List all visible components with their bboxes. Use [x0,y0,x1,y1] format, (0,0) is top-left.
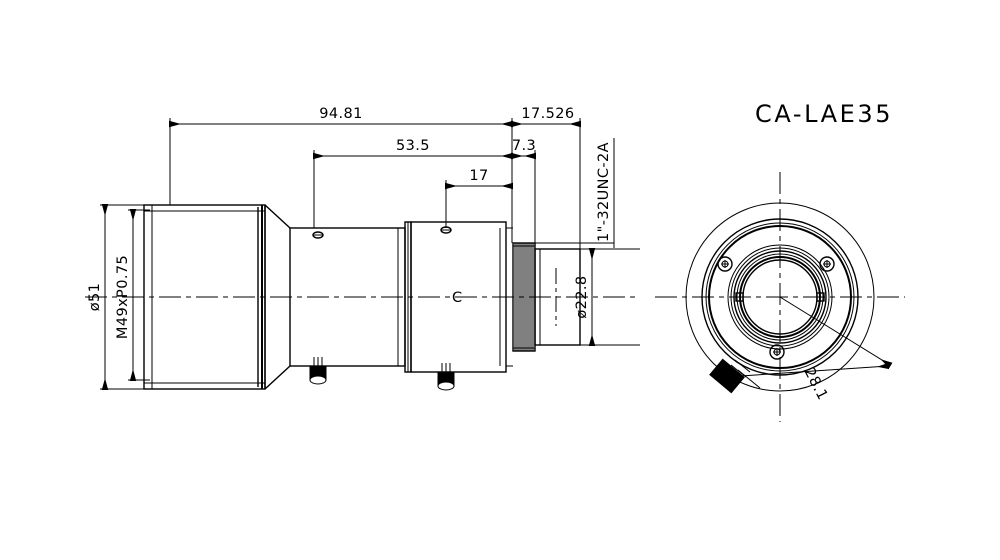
dim-short-length: 17 [445,168,513,190]
dim-outer-diameter: ø51 [87,204,109,390]
dim-thread-length-label: 7.3 [512,138,536,154]
screw-boss-left [717,256,733,272]
mount-barrel [534,248,581,346]
outer-flange-circle [685,202,875,392]
dim-overall-length: 94.81 [169,106,513,128]
dim-mount-diameter-label: ø22.8 [574,275,590,318]
front-barrel: C [410,221,513,373]
dim-short-length-label: 17 [469,168,488,184]
dim-outer-diameter-label: ø51 [87,283,103,312]
dim-mount-length-label: 17.526 [521,106,574,122]
dim-mount-diameter: ø22.8 [574,248,640,346]
dim-angle-label: 28.1 [801,365,831,402]
dim-filter-thread: M49xP0.75 [115,209,137,381]
drawing-title: CA-LAE35 [755,100,893,128]
dim-mid-length: 53.5 [313,138,513,160]
dim-mount-length: 17.526 [511,106,581,128]
dim-mount-thread: 1"-32UNC-2A [535,138,615,248]
taper-section [264,204,291,390]
c-mount-thread [512,242,536,352]
thumbscrew-focus [437,363,455,391]
side-view: C [85,204,635,391]
front-view: 28.1 [655,172,905,422]
dim-overall-length-label: 94.81 [319,106,363,122]
dim-filter-thread-label: M49xP0.75 [115,255,131,339]
screw-boss-bottom [769,344,785,360]
dim-thread-length: 7.3 [511,138,536,160]
thumbscrew-zoom [309,357,327,385]
rear-barrel [143,204,266,390]
screw-boss-right [819,256,835,272]
dim-mid-length-label: 53.5 [396,138,430,154]
c-mount-marking: C [452,290,463,306]
dim-mount-thread-label: 1"-32UNC-2A [596,142,612,242]
